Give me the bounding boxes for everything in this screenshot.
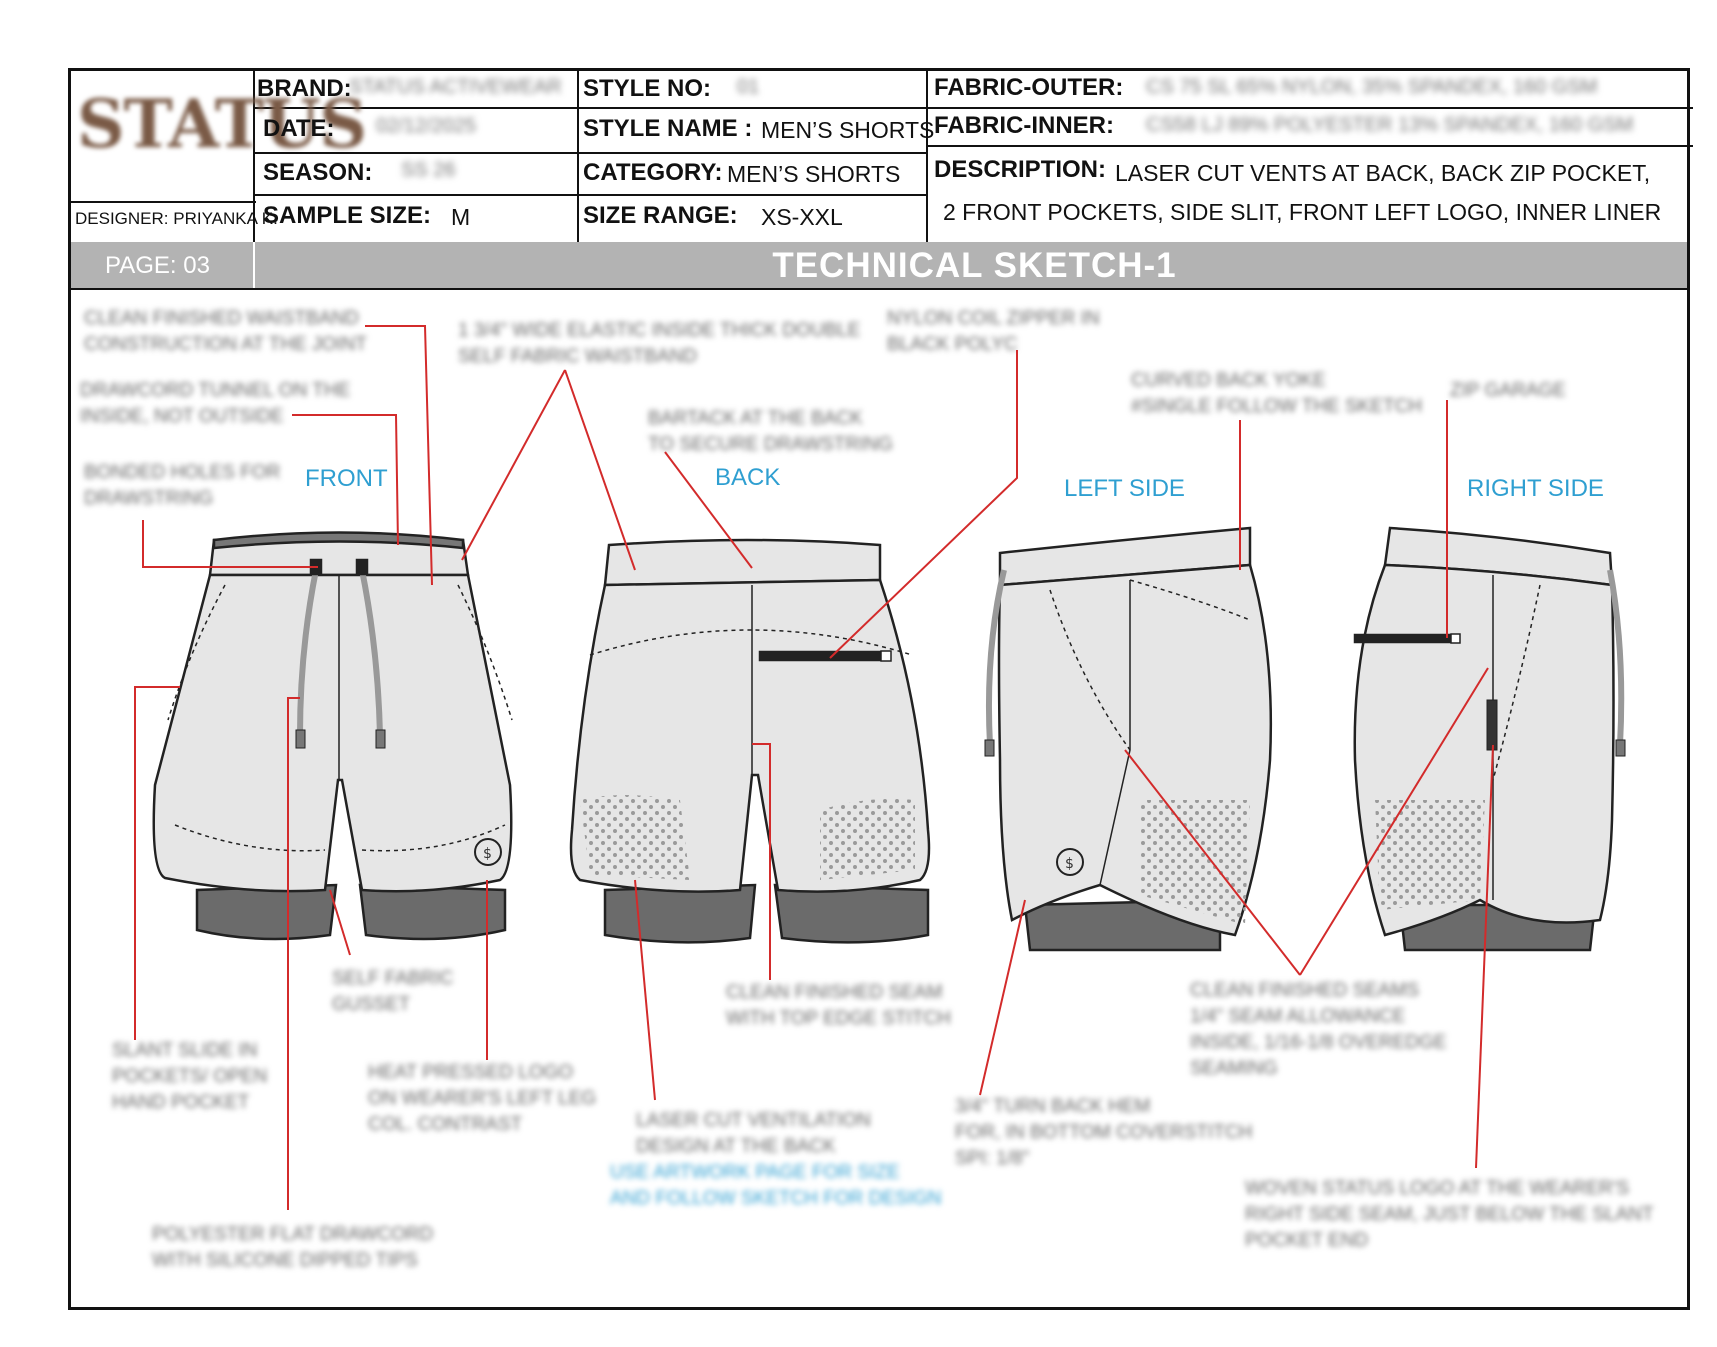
- style-name-label: STYLE NAME :: [583, 115, 753, 142]
- right-side-view-label: RIGHT SIDE: [1467, 475, 1604, 502]
- right-side-view-sketch: [1353, 526, 1626, 952]
- left-side-view-label: LEFT SIDE: [1064, 475, 1185, 502]
- callout-zipper: NYLON COIL ZIPPER IN BLACK POLYC: [887, 308, 1100, 355]
- season-label: SEASON:: [263, 159, 373, 186]
- style-no-label: STYLE NO:: [583, 75, 712, 102]
- header-table: STATUS DESIGNER: PRIYANKA K. BRAND: STAT…: [71, 71, 1693, 242]
- fabric-outer-label: FABRIC-OUTER:: [934, 74, 1124, 101]
- callout-hem: 3/4" TURN BACK HEM FOR, IN BOTTOM COVERS…: [955, 1096, 1253, 1169]
- svg-text:$: $: [483, 846, 492, 862]
- callout-zip-garage: ZIP GARAGE: [1450, 380, 1566, 401]
- sample-size-label: SAMPLE SIZE:: [263, 202, 432, 229]
- callout-laser-vent: LASER CUT VENTILATION DESIGN AT THE BACK: [636, 1110, 871, 1157]
- brand-logo: STATUS: [77, 85, 367, 163]
- callout-drawcord-tunnel: DRAWCORD TUNNEL ON THE INSIDE, NOT OUTSI…: [80, 380, 351, 427]
- date-label: DATE:: [263, 115, 335, 142]
- callout-leader-lines: [134, 325, 1494, 1210]
- title-bar: [71, 242, 1687, 288]
- fabric-inner-value: CS58 LJ 89% POLYESTER 13% SPANDEX, 160 G…: [1146, 114, 1634, 136]
- callout-heat-logo: HEAT PRESSED LOGO ON WEARER'S LEFT LEG C…: [368, 1062, 597, 1135]
- category-value: MEN’S SHORTS: [727, 161, 901, 187]
- callout-clean-seam: CLEAN FINISHED SEAM WITH TOP EDGE STITCH: [726, 982, 951, 1029]
- style-name-value: MEN’S SHORTS: [761, 117, 935, 143]
- season-value: SS 26: [401, 159, 456, 181]
- callout-woven-logo: WOVEN STATUS LOGO AT THE WEARER'S RIGHT …: [1245, 1178, 1654, 1251]
- description-line-2: 2 FRONT POCKETS, SIDE SLIT, FRONT LEFT L…: [943, 199, 1662, 225]
- category-label: CATEGORY:: [583, 159, 723, 186]
- front-view-label: FRONT: [305, 465, 388, 492]
- page-number: PAGE: 03: [105, 252, 210, 279]
- sheet-title: TECHNICAL SKETCH-1: [772, 246, 1177, 285]
- callout-back-yoke: CURVED BACK YOKE #SINGLE FOLLOW THE SKET…: [1131, 370, 1423, 417]
- back-view-sketch: [569, 538, 931, 944]
- designer-name: DESIGNER: PRIYANKA K.: [75, 209, 278, 228]
- date-value: 02/12/2025: [376, 115, 477, 137]
- description-line-1: LASER CUT VENTS AT BACK, BACK ZIP POCKET…: [1115, 160, 1651, 186]
- fabric-outer-value: CS 75 SL 65% NYLON, 35% SPANDEX, 160 GSM: [1146, 76, 1598, 98]
- fabric-inner-label: FABRIC-INNER:: [934, 112, 1114, 139]
- brand-value: STATUS ACTIVEWEAR: [349, 76, 562, 98]
- left-side-view-sketch: $: [984, 526, 1273, 952]
- callout-elastic-waistband: 1 3/4" WIDE ELASTIC INSIDE THICK DOUBLE …: [458, 320, 861, 367]
- brand-label: BRAND:: [257, 75, 352, 102]
- description-label: DESCRIPTION:: [934, 156, 1107, 183]
- style-no-value: 01: [737, 76, 760, 98]
- callout-bartack: BARTACK AT THE BACK TO SECURE DRAWSTRING: [648, 408, 893, 455]
- svg-text:$: $: [1065, 856, 1074, 872]
- back-view-label: BACK: [715, 464, 781, 491]
- front-view-sketch: $: [152, 531, 513, 941]
- size-range-label: SIZE RANGE:: [583, 202, 738, 229]
- callout-seam-allowance: CLEAN FINISHED SEAMS 1/4" SEAM ALLOWANCE…: [1190, 980, 1447, 1079]
- callout-slant-pocket: SLANT SLIDE IN POCKETS/ OPEN HAND POCKET: [112, 1040, 268, 1113]
- callout-gusset: SELF FABRIC GUSSET: [332, 968, 454, 1015]
- callout-bonded-holes: BONDED HOLES FOR DRAWSTRING: [84, 462, 281, 509]
- sample-size-value: M: [451, 204, 471, 230]
- callout-artwork-note: USE ARTWORK PAGE FOR SIZE AND FOLLOW SKE…: [610, 1162, 942, 1209]
- callout-waistband-joint: CLEAN FINISHED WAISTBAND CONSTRUCTION AT…: [84, 308, 367, 355]
- callout-flat-drawcord: POLYESTER FLAT DRAWCORD WITH SILICONE DI…: [152, 1224, 434, 1271]
- size-range-value: XS-XXL: [761, 204, 843, 230]
